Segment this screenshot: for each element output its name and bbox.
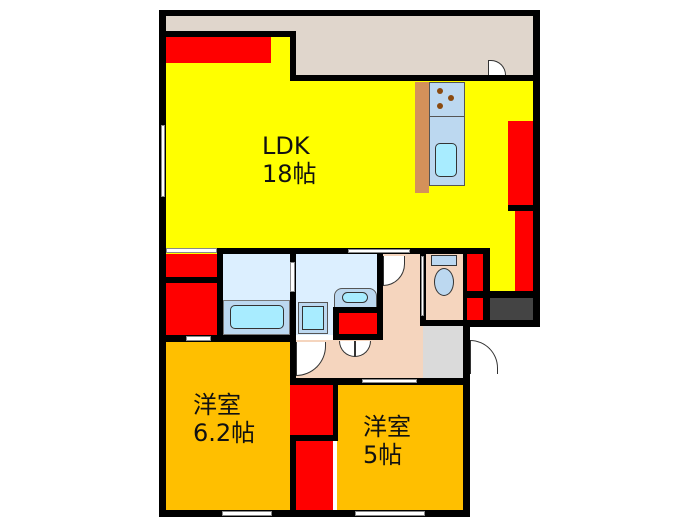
kitchen-counter-bar bbox=[415, 82, 429, 193]
room-name: 洋室 bbox=[193, 391, 241, 419]
utility-block bbox=[490, 298, 533, 320]
room-size: 6.2帖 bbox=[193, 418, 256, 447]
window-bedroom-2 bbox=[355, 511, 425, 516]
storage-ldk-top bbox=[166, 37, 271, 63]
storage-ldk-right-lower bbox=[515, 211, 533, 292]
room-name: LDK bbox=[262, 132, 310, 160]
wall bbox=[463, 291, 540, 298]
storage-toilet-lower bbox=[465, 298, 483, 320]
wall bbox=[159, 31, 296, 37]
sliding-door-toilet bbox=[421, 256, 424, 316]
wall-outer-right-bottom bbox=[463, 320, 470, 517]
wall-outer-left bbox=[159, 10, 166, 517]
storage-washroom bbox=[339, 313, 377, 334]
wall bbox=[290, 254, 296, 342]
wall bbox=[290, 435, 296, 517]
toilet-bowl-icon bbox=[434, 268, 454, 296]
closet-door-bedroom-1 bbox=[186, 336, 211, 341]
wall bbox=[290, 75, 540, 81]
wall bbox=[483, 248, 490, 327]
wall bbox=[483, 240, 515, 248]
wall bbox=[377, 254, 383, 340]
bath-door bbox=[290, 262, 295, 292]
room-western-2 bbox=[337, 384, 463, 510]
stove-burner-icon bbox=[448, 95, 454, 101]
stove-divider bbox=[429, 116, 465, 117]
wall-outer-right bbox=[533, 10, 540, 327]
wall-outer-right-lower bbox=[463, 320, 540, 327]
window-bedroom-1 bbox=[222, 511, 272, 516]
storage-bedroom-2 bbox=[296, 441, 333, 510]
wall bbox=[508, 205, 533, 211]
washbasin-bowl bbox=[342, 292, 368, 303]
storage-toilet-upper bbox=[467, 254, 483, 291]
sliding-door-bedroom-2 bbox=[362, 379, 417, 383]
room-label-ldk: LDK 18帖 bbox=[262, 132, 317, 188]
wall-outer-top bbox=[159, 10, 540, 16]
room-western-1 bbox=[166, 342, 290, 510]
bathtub-basin bbox=[230, 305, 284, 329]
storage-left-lower bbox=[166, 283, 217, 335]
room-size: 18帖 bbox=[262, 159, 317, 188]
wall bbox=[463, 248, 467, 326]
kitchen-sink-icon bbox=[435, 143, 457, 177]
room-label-western-1: 洋室 6.2帖 bbox=[193, 391, 256, 447]
stove-burner-icon bbox=[437, 88, 443, 94]
wall bbox=[290, 31, 296, 81]
wall bbox=[333, 307, 377, 313]
room-ldk bbox=[166, 37, 292, 254]
door-entrance[interactable] bbox=[470, 340, 498, 374]
wall bbox=[290, 335, 296, 385]
room-ldk-extension bbox=[290, 81, 533, 254]
room-name: 洋室 bbox=[363, 413, 411, 441]
genkan bbox=[423, 326, 463, 378]
sliding-door-hallway bbox=[348, 249, 410, 253]
wall-outer-bottom bbox=[159, 510, 470, 517]
washing-machine-drum bbox=[302, 306, 324, 330]
room-size: 5帖 bbox=[363, 440, 403, 469]
wall bbox=[333, 378, 338, 441]
stove-burner-icon bbox=[437, 103, 443, 109]
wall bbox=[159, 277, 223, 283]
toilet-tank-icon bbox=[431, 255, 457, 266]
wall bbox=[217, 248, 223, 342]
storage-ldk-right-upper bbox=[508, 121, 533, 205]
room-label-western-2: 洋室 5帖 bbox=[363, 413, 411, 469]
wall bbox=[333, 307, 339, 340]
window-ldk-left bbox=[161, 125, 165, 197]
wall bbox=[333, 334, 383, 340]
wall bbox=[290, 435, 338, 441]
wall bbox=[159, 335, 296, 342]
storage-left-upper bbox=[166, 254, 217, 277]
storage-bedroom-1 bbox=[290, 385, 333, 435]
closet-door-left bbox=[166, 248, 217, 253]
wall bbox=[420, 320, 470, 326]
